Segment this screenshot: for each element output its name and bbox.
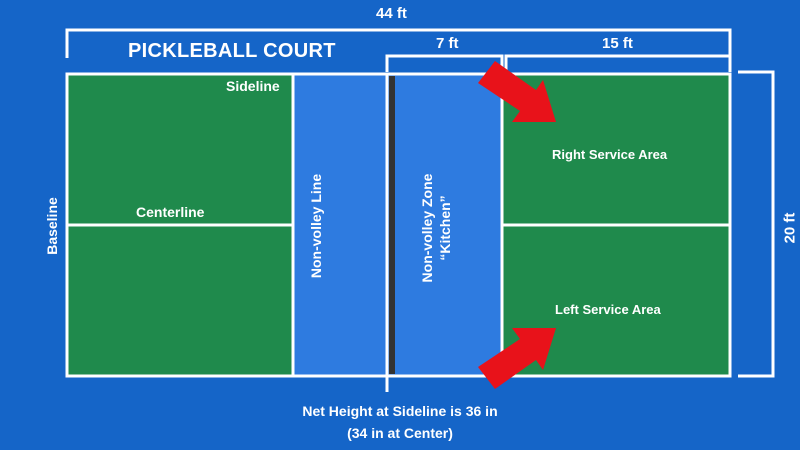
right-kitchen-surface <box>387 74 502 376</box>
page-title: PICKLEBALL COURT <box>128 40 336 62</box>
right-service-area-label: Right Service Area <box>552 147 668 162</box>
left-service-area-label: Left Service Area <box>555 302 661 317</box>
net-height-line1: Net Height at Sideline is 36 in <box>302 403 498 419</box>
centerline-label: Centerline <box>136 204 205 220</box>
net-height-note: Net Height at Sideline is 36 in (34 in a… <box>302 400 497 444</box>
left-kitchen-surface <box>293 74 387 376</box>
arrow-left-service-icon <box>478 328 556 389</box>
kitchen-text: “Kitchen” <box>437 195 453 261</box>
service-dimension-bracket <box>504 54 732 72</box>
width-dimension-bracket <box>738 70 775 378</box>
non-volley-zone-label: Non-volley Zone “Kitchen” <box>418 174 454 283</box>
non-volley-line-label: Non-volley Line <box>308 173 324 279</box>
length-dimension-label: 44 ft <box>376 5 407 22</box>
kitchen-dimension-label: 7 ft <box>436 35 459 52</box>
net-height-line2: (34 in at Center) <box>347 425 453 441</box>
baseline-label: Baseline <box>44 197 60 255</box>
kitchen-dimension-bracket <box>385 54 504 72</box>
sideline-label: Sideline <box>226 78 280 94</box>
service-dimension-label: 15 ft <box>602 35 633 52</box>
length-dimension-bracket <box>65 28 732 58</box>
arrow-right-service-icon <box>478 61 556 122</box>
non-volley-zone-text: Non-volley Zone <box>419 173 435 283</box>
width-dimension-label: 20 ft <box>781 212 799 244</box>
net <box>389 76 395 374</box>
